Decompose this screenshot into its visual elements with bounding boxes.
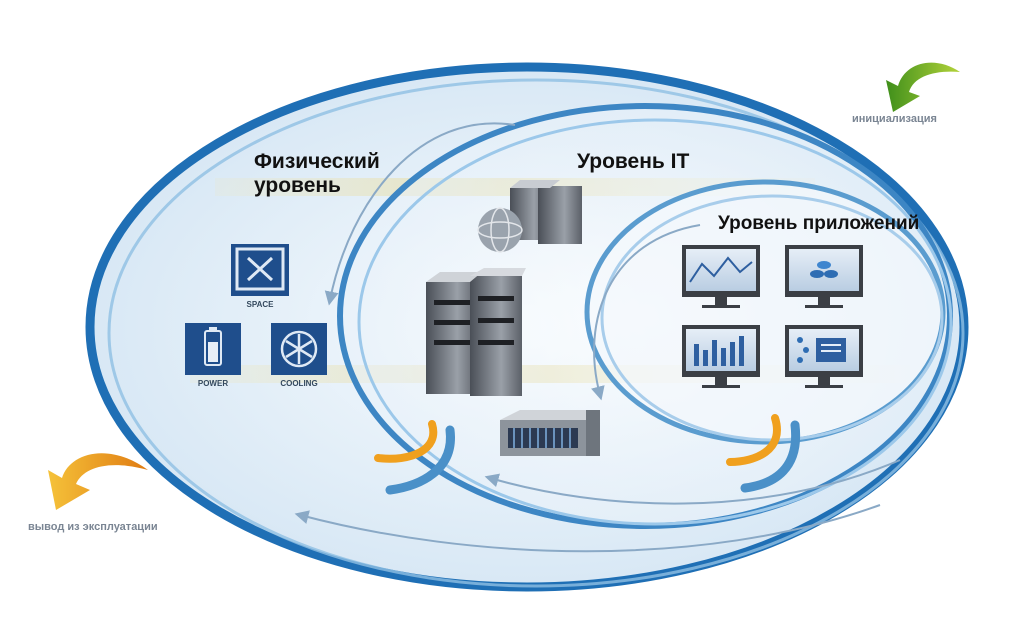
physical-level-title-line1: Физический: [254, 150, 380, 173]
flow-arrow-bottom-outer: [294, 504, 881, 553]
dashboard-monitor-icon: [785, 325, 863, 388]
init-label: инициализация: [852, 113, 937, 125]
flow-arrow-bottom-it: [484, 459, 901, 505]
server-rack-icon: [426, 268, 526, 396]
green-arrow-icon: [886, 62, 960, 112]
decommission-label: вывод из эксплуатации: [28, 521, 158, 533]
space-label: SPACE: [246, 300, 274, 309]
physical-level-title-line2: уровень: [254, 174, 341, 198]
cooling-label: COOLING: [280, 379, 318, 388]
bar-chart-monitor-icon: [682, 325, 760, 388]
space-icon: [231, 244, 289, 296]
swirl-blue-left: [385, 425, 455, 495]
physical-level-title: Физический уровень: [254, 150, 380, 198]
flow-arrow-app: [591, 224, 701, 401]
globe-server-icon: [477, 180, 582, 253]
it-level-ellipse-echo: [357, 118, 953, 526]
swirl-orange-left: [374, 420, 438, 463]
database-monitor-icon: [785, 245, 863, 308]
it-level-title: Уровень IT: [577, 150, 690, 173]
physical-level-ellipse-shadow: [107, 78, 965, 588]
orange-arrow-icon: [48, 453, 148, 510]
cooling-icon: [271, 323, 327, 375]
power-icon: [185, 323, 241, 375]
app-level-title: Уровень приложений: [718, 213, 920, 234]
flow-arrow-top: [324, 122, 516, 306]
power-label: POWER: [197, 379, 229, 388]
storage-array-icon: [500, 410, 600, 456]
swirl-orange-right: [726, 414, 781, 466]
line-chart-monitor-icon: [682, 245, 760, 308]
swirl-blue-right: [740, 420, 801, 493]
